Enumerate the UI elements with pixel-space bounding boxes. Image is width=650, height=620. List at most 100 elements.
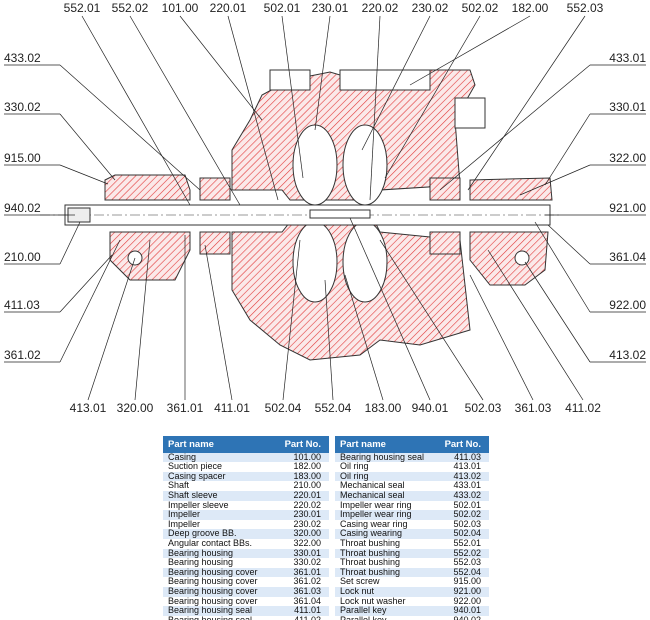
part-name: Bearing housing [163, 548, 274, 559]
col-part-name: Part name [335, 436, 436, 453]
part-label-502-01: 502.01 [264, 1, 301, 15]
part-name: Bearing housing seal [168, 614, 253, 620]
part-no: 320.00 [273, 529, 329, 539]
leader-line [59, 113, 116, 181]
part-no: 361.01 [273, 567, 329, 578]
leader-line [349, 217, 431, 401]
part-no: 502.01 [453, 499, 481, 510]
table-row: Oil ring 413.01 [335, 462, 489, 472]
shaft [40, 204, 560, 226]
part-label-552-02: 552.02 [112, 1, 149, 15]
part-name: Lock nut [335, 586, 436, 597]
part-label-230-01: 230.01 [312, 1, 349, 15]
part-name: Suction piece [168, 461, 223, 472]
part-label-922-00: 922.00 [609, 298, 646, 312]
table-row: Angular contact BBs.322.00 [163, 537, 329, 549]
part-name: Bearing housing seal [335, 452, 436, 463]
part-no: 502.03 [453, 518, 481, 529]
part-name: Deep groove BB. [163, 529, 274, 539]
part-name: Casing [163, 452, 274, 463]
part-no: 220.02 [293, 499, 321, 510]
leader-line [282, 239, 301, 401]
part-label-320-00: 320.00 [117, 401, 154, 415]
part-name: Throat bushing [335, 548, 436, 559]
part-no: 210.00 [293, 480, 321, 491]
part-name: Bearing housing cover [168, 595, 258, 606]
part-label-502-04: 502.04 [265, 401, 302, 415]
part-no: 220.01 [273, 490, 329, 501]
part-label-552-03: 552.03 [567, 1, 604, 15]
leader-line [524, 261, 591, 363]
part-name: Bearing housing [168, 557, 234, 568]
part-name: Throat bushing [340, 557, 401, 568]
part-no: 411.02 [294, 614, 321, 620]
leader-line [369, 15, 381, 201]
part-label-101-00: 101.00 [162, 1, 199, 15]
part-label-940-02: 940.02 [4, 201, 41, 215]
leader-line [281, 15, 304, 179]
part-no: 552.03 [453, 557, 481, 568]
leader-line [467, 15, 586, 191]
table-row: Shaft 210.00 [163, 481, 329, 491]
part-name: Bearing housing seal [163, 605, 274, 616]
part-no: 411.01 [273, 605, 329, 616]
part-name: Bearing housing cover [163, 567, 274, 578]
leader-line [547, 224, 591, 265]
part-name: Impeller wear ring [340, 499, 412, 510]
leader-line [361, 15, 431, 151]
part-no: 502.02 [435, 510, 489, 520]
part-name: Mechanical seal [335, 490, 436, 501]
part-label-552-04: 552.04 [315, 401, 352, 415]
leader-line [544, 113, 591, 186]
part-name: Casing spacer [163, 471, 274, 482]
part-label-921-00: 921.00 [609, 201, 646, 215]
part-name: Impeller wear ring [335, 510, 436, 520]
leader-line [469, 274, 534, 401]
part-name: Angular contact BBs. [168, 537, 253, 548]
part-no: 413.01 [453, 461, 481, 472]
part-name: Parallel key [335, 605, 436, 616]
leader-line [379, 239, 484, 401]
part-no: 940.01 [435, 605, 489, 616]
leader-lines [4, 15, 646, 401]
part-label-182-00: 182.00 [512, 1, 549, 15]
part-no: 183.00 [273, 471, 329, 482]
part-label-552-01: 552.01 [64, 1, 101, 15]
leader-line [59, 254, 113, 313]
part-label-322-00: 322.00 [609, 151, 646, 165]
part-no: 502.04 [435, 529, 489, 539]
part-no: 101.00 [273, 452, 329, 463]
part-label-433-02: 433.02 [4, 51, 41, 65]
leader-line [409, 15, 531, 86]
leader-line [81, 15, 191, 206]
part-no: 552.01 [453, 537, 481, 548]
part-label-361-01: 361.01 [167, 401, 204, 415]
part-no: 411.03 [435, 452, 489, 463]
part-name: Impeller sleeve [168, 499, 229, 510]
leader-line [59, 239, 121, 363]
table-row: Deep groove BB.320.00 [163, 529, 329, 539]
part-label-413-01: 413.01 [70, 401, 107, 415]
part-no: 922.00 [453, 595, 481, 606]
part-label-413-02: 413.02 [609, 348, 646, 362]
part-no: 921.00 [435, 586, 489, 597]
part-name: Oil ring [340, 461, 369, 472]
part-name: Shaft [168, 480, 190, 491]
part-label-220-02: 220.02 [362, 1, 399, 15]
part-label-411-02: 411.02 [565, 401, 601, 415]
part-no: 940.02 [453, 614, 481, 620]
